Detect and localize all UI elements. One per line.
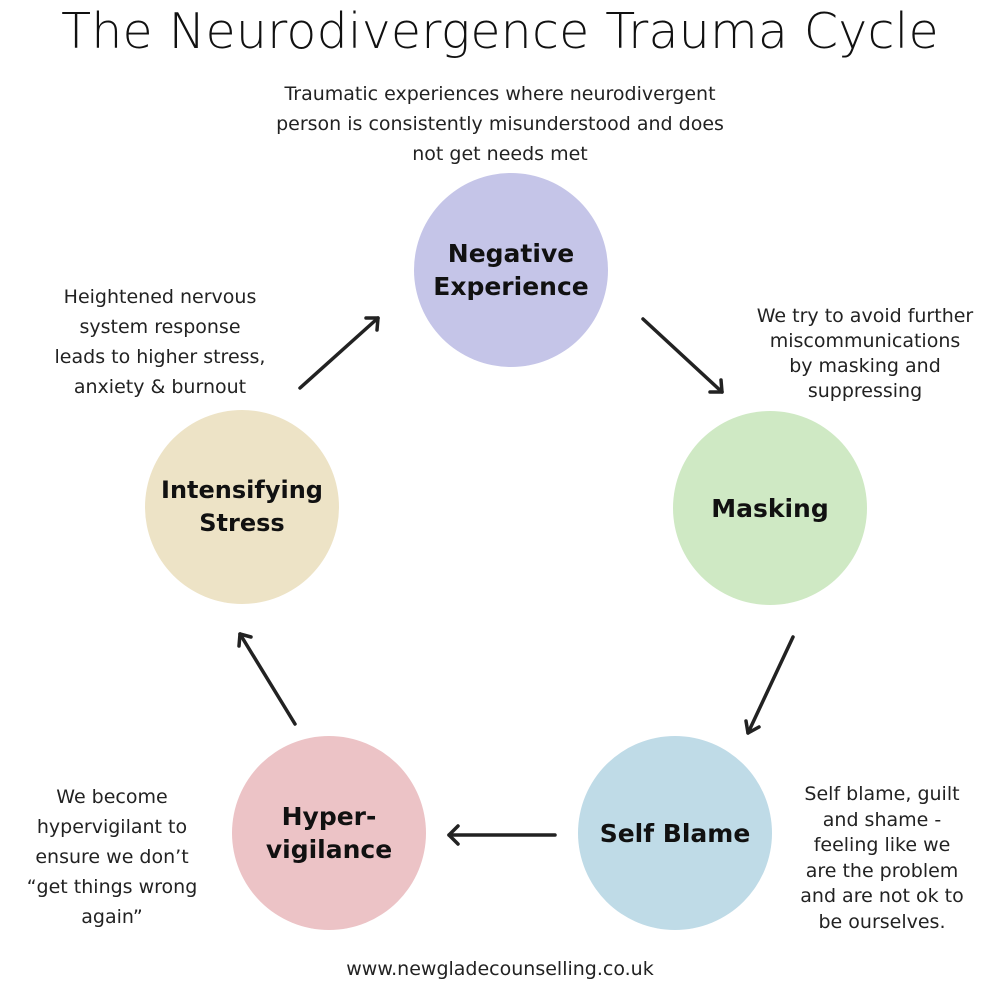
negative-experience-description: Traumatic experiences where neurodiverge… — [200, 79, 800, 169]
description-line: and are not ok to — [800, 885, 964, 907]
self-blame-description: Self blame, guilt and shame - feeling li… — [772, 782, 992, 935]
stage-label: Self Blame — [600, 817, 751, 850]
description-line: again” — [81, 906, 143, 928]
stage-negative-experience: Negative Experience — [414, 173, 608, 367]
description-line: are the problem — [805, 859, 959, 882]
stage-label-line: Stress — [199, 509, 285, 537]
description-line: anxiety & burnout — [73, 376, 247, 398]
arrow-stress-to-negative — [298, 316, 380, 390]
arrow-masking-to-self-blame — [744, 635, 795, 735]
masking-description: We try to avoid further miscommunication… — [730, 304, 1000, 404]
description-line: not get needs met — [412, 143, 588, 165]
stage-label: Masking — [711, 492, 829, 525]
description-line: system response — [79, 316, 241, 338]
stage-masking: Masking — [673, 411, 867, 605]
hypervigilance-description: We become hypervigilant to ensure we don… — [0, 782, 224, 932]
arrow-self-blame-to-hypervigilance — [447, 824, 557, 846]
intensifying-stress-description: Heightened nervous system response leads… — [10, 282, 310, 402]
website-footer: www.newgladecounselling.co.uk — [346, 958, 654, 980]
stage-label: Negative Experience — [433, 237, 588, 303]
description-line: Heightened nervous — [63, 286, 257, 308]
stage-label-line: Experience — [433, 272, 589, 301]
description-line: and shame - — [822, 808, 942, 831]
description-line: Traumatic experiences where neurodiverge… — [284, 83, 716, 105]
diagram-title: The Neurodivergence Trauma Cycle — [61, 3, 939, 60]
description-line: leads to higher stress, — [54, 346, 266, 368]
stage-label-line: Hyper- — [281, 802, 377, 831]
stage-label-line: Intensifying — [161, 476, 323, 504]
description-line: person is consistently misunderstood and… — [276, 113, 724, 135]
stage-label-line: Self Blame — [599, 818, 751, 848]
description-line: feeling like we — [813, 834, 951, 856]
stage-label-line: Negative — [447, 239, 575, 268]
description-line: by masking and — [789, 355, 941, 377]
description-line: suppressing — [807, 380, 923, 402]
stage-label: Intensifying Stress — [161, 474, 323, 540]
description-line: ensure we don’t — [35, 846, 189, 868]
description-line: miscommunications — [769, 330, 961, 352]
arrow-hypervigilance-to-stress — [237, 632, 297, 726]
description-line: Self blame, guilt — [804, 783, 960, 805]
stage-hypervigilance: Hyper- vigilance — [232, 736, 426, 930]
description-line: be ourselves. — [818, 910, 946, 933]
stage-label-line: vigilance — [265, 835, 393, 864]
stage-label: Hyper- vigilance — [266, 800, 392, 866]
description-line: We become — [56, 786, 168, 808]
stage-intensifying-stress: Intensifying Stress — [145, 410, 339, 604]
arrow-negative-to-masking — [641, 317, 724, 394]
description-line: We try to avoid further — [756, 305, 974, 327]
description-line: “get things wrong — [26, 876, 198, 898]
description-line: hypervigilant to — [36, 816, 188, 838]
stage-label-line: Masking — [711, 493, 829, 523]
stage-self-blame: Self Blame — [578, 736, 772, 930]
